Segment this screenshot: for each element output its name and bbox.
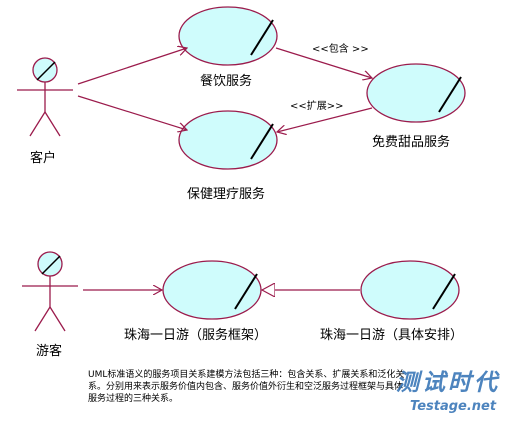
use-case-free-dessert [366,63,466,123]
use-case-arrangement [360,260,460,320]
extend-dessert-healthcare [277,107,373,132]
use-case-healthcare [178,110,278,170]
watermark-logo-text: 测试时代 [396,370,500,396]
include-dining-dessert [275,47,372,78]
actor-tourist [22,251,78,332]
actor-customer [17,57,73,137]
use-case-arrangement-label: 珠海一日游（具体安排） [320,328,464,343]
caption-note: UML标准语义的服务项目关系建模方法包括三种：包含关系、扩展关系和泛化关系。分别… [88,370,405,404]
use-case-dining-label: 餐饮服务 [200,74,253,89]
actor-customer-label: 客户 [30,151,57,166]
use-case-framework-label: 珠海一日游（服务框架） [124,328,268,343]
association-customer-healthcare [77,95,187,130]
use-case-free-dessert-label: 免费甜品服务 [372,135,451,150]
association-customer-dining [77,48,187,85]
watermark-site: Testage.net [410,399,497,414]
extend-stereotype-label: <<扩展>> [290,101,344,112]
use-case-dining [178,6,278,66]
include-stereotype-label: <<包含 >> [312,44,369,55]
use-case-healthcare-label: 保健理疗服务 [187,187,266,202]
actor-tourist-label: 游客 [36,344,63,359]
use-case-framework [162,260,262,320]
